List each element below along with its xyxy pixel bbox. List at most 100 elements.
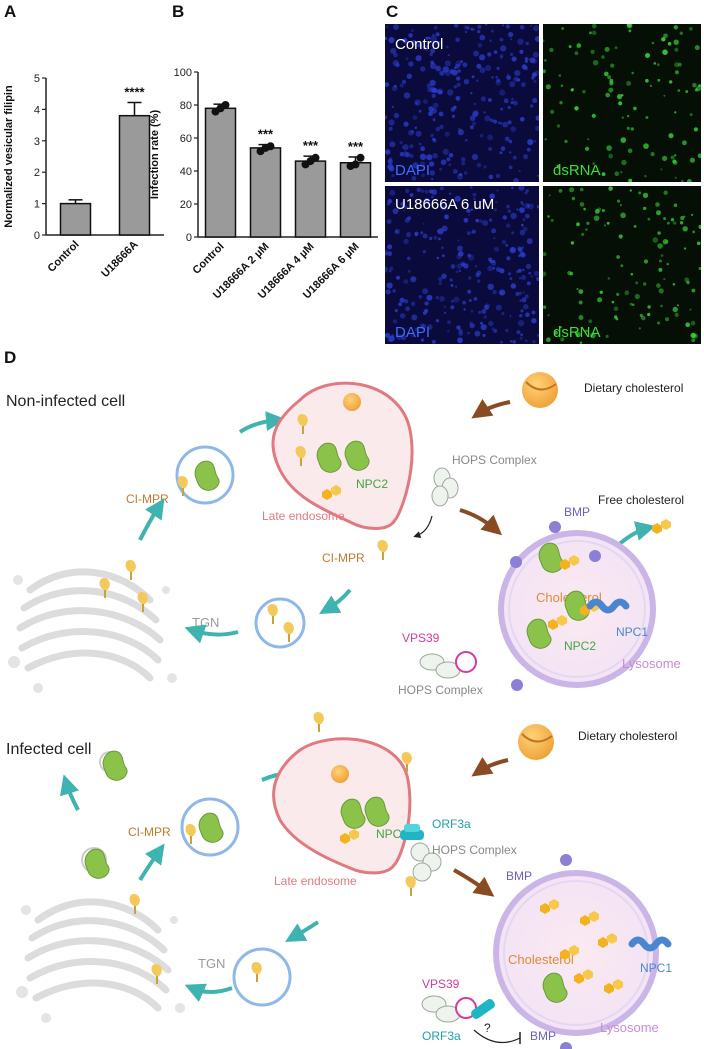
bar xyxy=(294,160,327,238)
late-endosome-label-bottom: Late endosome xyxy=(274,874,357,888)
bar xyxy=(59,202,92,236)
npc1-icon xyxy=(628,936,672,952)
x-tick-label: Control xyxy=(190,241,226,277)
y-tick-label: 5 xyxy=(34,73,40,85)
npc1-label-bottom: NPC1 xyxy=(640,961,672,975)
arrow-icon xyxy=(471,399,511,419)
bar xyxy=(118,114,151,236)
arrow-icon xyxy=(184,983,233,1003)
data-point xyxy=(351,160,360,169)
tgn-label-top: TGN xyxy=(192,615,219,630)
cholesterol-ball-icon xyxy=(331,765,349,783)
data-point xyxy=(311,153,320,162)
microscopy-dsrna-label-bottom: dsRNA xyxy=(553,324,601,341)
lysosome-label-bottom: Lysosome xyxy=(600,1020,659,1035)
hops-vps39-orf3a-complex-icon xyxy=(421,995,495,1023)
microscopy-dapi-label-bottom: DAPI xyxy=(395,324,431,341)
bmp-icon xyxy=(511,679,523,691)
microscopy-control-dapi: Control DAPI xyxy=(385,24,539,182)
dietary-cholesterol-label-top: Dietary cholesterol xyxy=(584,381,683,395)
y-tick-label: 3 xyxy=(34,136,40,148)
question-mark: ? xyxy=(484,1021,491,1035)
mpr-icon xyxy=(404,875,417,897)
arrow-icon xyxy=(453,868,495,897)
data-point xyxy=(221,101,230,109)
data-point xyxy=(356,153,365,162)
arrow-icon xyxy=(138,498,165,541)
bmp-label-infected-top: BMP xyxy=(506,869,532,883)
cell-speckle-pattern xyxy=(543,186,701,344)
significance-label: *** xyxy=(348,139,364,154)
cell-speckle-pattern xyxy=(385,186,539,344)
cell-speckle-pattern xyxy=(543,24,701,182)
ci-mpr-label-top: CI-MPR xyxy=(126,492,169,506)
significance-label: **** xyxy=(124,84,145,99)
bmp-label-infected-bottom: BMP xyxy=(530,1029,556,1043)
late-endosome-top xyxy=(271,381,414,530)
y-axis-label: Infection rate (%) xyxy=(149,110,161,200)
inhibition-arrow-icon xyxy=(473,1029,521,1044)
npc1-label-top: NPC1 xyxy=(616,625,648,639)
hops-complex-icon xyxy=(410,842,442,882)
data-point xyxy=(266,142,275,151)
tgn-label-bottom: TGN xyxy=(198,956,225,971)
lysosome-label-top: Lysosome xyxy=(622,656,681,671)
cell-speckle-pattern xyxy=(385,24,539,182)
arrow-icon xyxy=(319,588,352,614)
bmp-icon xyxy=(560,1042,572,1049)
microscopy-dsrna-label-top: dsRNA xyxy=(553,162,601,179)
tgn-golgi-top xyxy=(8,572,177,693)
panel-label-d: D xyxy=(4,348,17,367)
infected-title: Infected cell xyxy=(6,741,91,758)
microscopy-control-label: Control xyxy=(395,36,444,53)
y-tick-label: 80 xyxy=(180,100,192,112)
free-cholesterol-label: Free cholesterol xyxy=(598,493,684,507)
noninfected-title: Non-infected cell xyxy=(6,393,125,410)
bmp-label-top: BMP xyxy=(564,505,590,519)
arrow-icon xyxy=(138,843,165,882)
mpr-icon xyxy=(312,711,325,733)
orf3a-label-bottom: ORF3a xyxy=(422,1029,461,1043)
panel-label-b: B xyxy=(172,2,185,21)
bar xyxy=(204,107,237,238)
ci-mpr-label-endosome: CI-MPR xyxy=(322,551,365,565)
y-axis-label: Normalized vesicular filipin xyxy=(3,85,15,228)
y-tick-label: 0 xyxy=(34,230,40,242)
cholesterol-trafficking-diagram: Non-infected cell TGN CI-MPR NPC2 Late e… xyxy=(0,372,684,1049)
late-endosome-label-top: Late endosome xyxy=(262,509,345,523)
npc2-icon xyxy=(84,848,110,879)
x-tick-label: U18666A xyxy=(99,239,140,280)
ci-mpr-label-bottom: CI-MPR xyxy=(128,825,171,839)
bmp-icon xyxy=(589,550,601,562)
microscopy-control-dsrna: dsRNA xyxy=(543,24,701,182)
npc2-icon xyxy=(102,750,128,781)
arrow-icon xyxy=(184,624,239,644)
bar xyxy=(339,162,372,238)
npc2-label-lysosome-top: NPC2 xyxy=(564,639,596,653)
orf3a-icon xyxy=(400,824,424,840)
bmp-icon xyxy=(510,556,522,568)
vps39-label-top: VPS39 xyxy=(402,631,440,645)
cholesterol-label-bottom: Cholesterol xyxy=(508,952,574,967)
arrow-icon xyxy=(471,757,509,777)
hops-complex-label-top: HOPS Complex xyxy=(452,453,537,467)
y-tick-label: 2 xyxy=(34,167,40,179)
panel-label-c: C xyxy=(386,2,399,21)
arrow-icon xyxy=(459,508,503,536)
mpr-icon xyxy=(376,539,389,561)
dietary-cholesterol-label-bottom: Dietary cholesterol xyxy=(578,729,677,743)
microscopy-treated-dsrna: dsRNA xyxy=(543,186,701,344)
significance-label: *** xyxy=(258,127,274,142)
mpr-icon xyxy=(124,559,137,581)
arrow-icon xyxy=(285,920,320,942)
y-tick-label: 60 xyxy=(180,133,192,145)
y-tick-label: 20 xyxy=(180,199,192,211)
bmp-icon xyxy=(560,854,572,866)
arrow-icon xyxy=(238,411,286,434)
cholesterol-ball-icon xyxy=(343,393,361,411)
npc2-label-endosome-bottom: NPC2 xyxy=(376,827,408,841)
x-tick-label: Control xyxy=(45,239,81,275)
arrow-icon xyxy=(413,515,433,539)
